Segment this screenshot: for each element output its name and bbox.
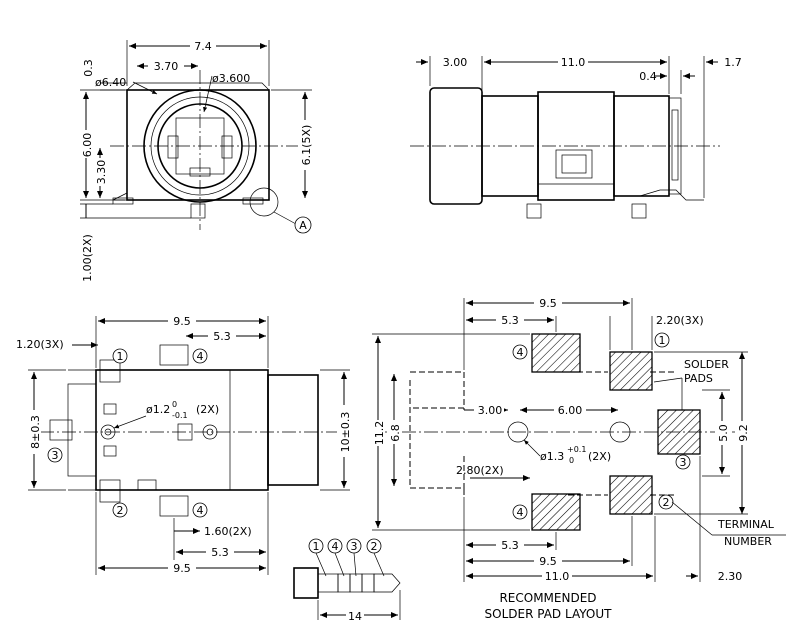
dim-pad-width: 9.5 <box>539 297 557 310</box>
dim-plug-length: 14 <box>348 610 362 623</box>
pad-terminal-4b: 4 <box>517 506 524 519</box>
dim-right-h1: 5.0 <box>717 424 730 442</box>
dim-pad-height-outer: 11.2 <box>373 421 386 446</box>
dim-center-height: 3.30 <box>95 160 108 185</box>
pad-layout: 4 1 3 4 2 9.5 5.3 2.20(3X) SOLDER PADS 3… <box>371 296 786 621</box>
pad-4-top <box>531 333 581 373</box>
plug-ring-4: 4 <box>332 540 339 553</box>
caption-line2: SOLDER PAD LAYOUT <box>485 607 613 621</box>
terminal-label-1: TERMINAL <box>717 518 775 531</box>
bottom-terminal-4b: 4 <box>197 504 204 517</box>
pad-hole-tol-lower: 0 <box>569 456 574 465</box>
detail-callout: A <box>299 219 307 232</box>
dim-offset: 0.3 <box>82 59 95 77</box>
hole-tol-lower: -0.1 <box>172 411 188 420</box>
bottom-view: 1 2 3 4 4 9.5 5.3 1.20(3X) ø1.2 0 -0.1 (… <box>16 314 352 575</box>
dim-bottom-width2: 9.5 <box>173 562 191 575</box>
plug-ring-1: 1 <box>313 540 320 553</box>
dim-pad-height-inner: 6.8 <box>389 424 402 442</box>
bottom-terminal-4a: 4 <box>197 350 204 363</box>
pad-1 <box>609 351 653 391</box>
dim-half-width: 3.70 <box>154 60 179 73</box>
pad-terminal-4a: 4 <box>517 346 524 359</box>
front-pin <box>190 203 206 219</box>
bottom-terminal-3: 3 <box>52 449 59 462</box>
side-view: 3.00 11.0 0.4 1.7 <box>410 55 742 219</box>
pad-hole-dia: ø1.3 <box>540 450 564 463</box>
dim-pin-width: 1.20(3X) <box>16 338 64 351</box>
bottom-body <box>95 369 269 491</box>
front-view: A 7.4 3.70 0.3 ø6.40 ø3.600 6.00 3.30 <box>79 38 313 282</box>
front-body-outline <box>126 89 270 201</box>
dim-bottom-width: 9.5 <box>173 315 191 328</box>
dim-pad-offset: 2.30 <box>718 570 743 583</box>
dim-pad-bottom-half: 5.3 <box>501 539 519 552</box>
dim-tail: 1.7 <box>724 56 742 69</box>
hole-count: (2X) <box>196 403 219 416</box>
dim-pad-bottom-width: 9.5 <box>539 555 557 568</box>
solder-label-1: SOLDER <box>684 358 729 371</box>
pad-note: 1.60(2X) <box>204 525 252 538</box>
dim-width-total: 7.4 <box>194 40 212 53</box>
dim-bottom-half: 5.3 <box>213 330 231 343</box>
solder-label-2: PADS <box>684 372 713 385</box>
dim-bottom-half2: 5.3 <box>211 546 229 559</box>
terminal-label-2: NUMBER <box>724 535 772 548</box>
dim-pad-half: 5.3 <box>501 314 519 327</box>
dim-pin-pitch: 6.1(5X) <box>300 125 313 166</box>
dim-hole-spacing: 6.00 <box>558 404 583 417</box>
dim-nose-len: 3.00 <box>443 56 468 69</box>
dim-height: 6.00 <box>81 133 94 158</box>
dim-pad-bottom-total: 11.0 <box>545 570 570 583</box>
plug-ring-3: 3 <box>351 540 358 553</box>
dim-right-h2: 9.2 <box>737 424 750 442</box>
dim-pad-spacing: 2.80(2X) <box>456 464 504 477</box>
dim-dia-inner: ø3.600 <box>212 72 250 85</box>
detail-a-circle <box>249 187 279 217</box>
plug-ring-2: 2 <box>371 540 378 553</box>
pad-terminal-3: 3 <box>680 456 687 469</box>
pad-4-bottom <box>531 493 581 531</box>
plug-diagram: 1 4 3 2 14 <box>293 538 401 623</box>
pad-terminal-1: 1 <box>659 334 666 347</box>
bottom-terminal-1: 1 <box>117 350 124 363</box>
dim-gap: 0.4 <box>639 70 657 83</box>
dim-height-left: 8±0.3 <box>29 415 42 449</box>
pad-hole-tol-upper: +0.1 <box>567 445 586 454</box>
pad-terminal-2: 2 <box>663 496 670 509</box>
pad-2 <box>609 475 653 515</box>
hole-tol-upper: 0 <box>172 400 177 409</box>
dim-pad-width-3x: 2.20(3X) <box>656 314 704 327</box>
dim-dia-outer: ø6.40 <box>95 76 126 89</box>
caption-line1: RECOMMENDED <box>499 591 596 605</box>
dim-body-len: 11.0 <box>561 56 586 69</box>
hole-note: ø1.2 <box>146 403 170 416</box>
dim-height-right: 10±0.3 <box>339 412 352 453</box>
bottom-terminal-2: 2 <box>117 504 124 517</box>
dim-pin-len: 1.00(2X) <box>81 234 94 282</box>
dim-hole-left: 3.00 <box>478 404 503 417</box>
pad-hole-count: (2X) <box>588 450 611 463</box>
